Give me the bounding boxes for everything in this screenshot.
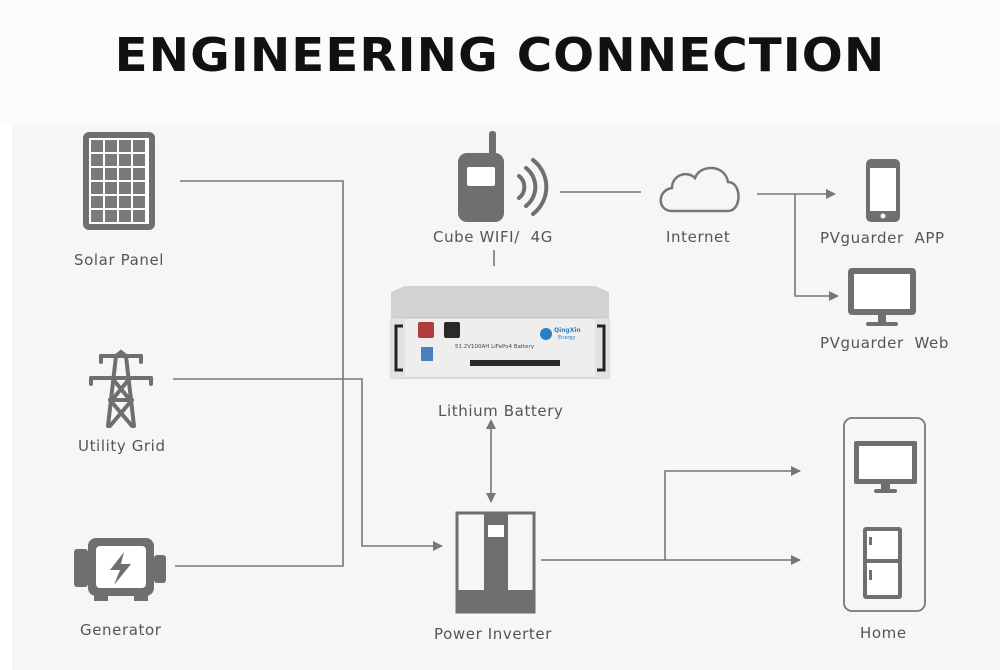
solar-to-inverter-line [180, 180, 344, 546]
transmission-tower-icon [89, 349, 153, 428]
solar-panel-label: Solar Panel [74, 251, 165, 269]
battery-brand-sub: Energy [558, 335, 576, 341]
battery-model-text: 51.2V100AH LiFePo4 Battery [455, 344, 535, 350]
cloud-icon [659, 166, 740, 213]
pvguarder-web-label: PVguarder Web [820, 334, 949, 352]
walkie-talkie-icon [458, 131, 504, 222]
monitor-icon [848, 268, 916, 326]
generator-line [175, 546, 344, 567]
internet-label: Internet [666, 228, 731, 246]
grid-to-inverter-line [173, 378, 443, 551]
solar-panel-icon [83, 132, 155, 230]
battery-brand: QingXin [554, 327, 581, 334]
home-icon [843, 417, 926, 612]
generator-label: Generator [80, 621, 162, 639]
inverter-to-home-upper-line [664, 466, 801, 560]
power-inverter-label: Power Inverter [434, 625, 552, 643]
home-label: Home [860, 624, 907, 642]
connections [173, 180, 839, 567]
inverter-icon [455, 511, 536, 614]
cube-wifi-label: Cube WIFI/ 4G [433, 228, 553, 246]
pvguarder-app-label: PVguarder APP [820, 229, 945, 247]
internet-to-web-line [794, 194, 839, 301]
generator-icon [74, 538, 166, 601]
page-title: ENGINEERING CONNECTION [114, 28, 886, 82]
utility-grid-label: Utility Grid [78, 437, 166, 455]
smartphone-icon [866, 159, 900, 222]
lithium-battery-image [390, 286, 610, 379]
wifi-signal-icon [517, 158, 549, 216]
header-band [0, 0, 1000, 124]
lithium-battery-label: Lithium Battery [438, 402, 564, 420]
